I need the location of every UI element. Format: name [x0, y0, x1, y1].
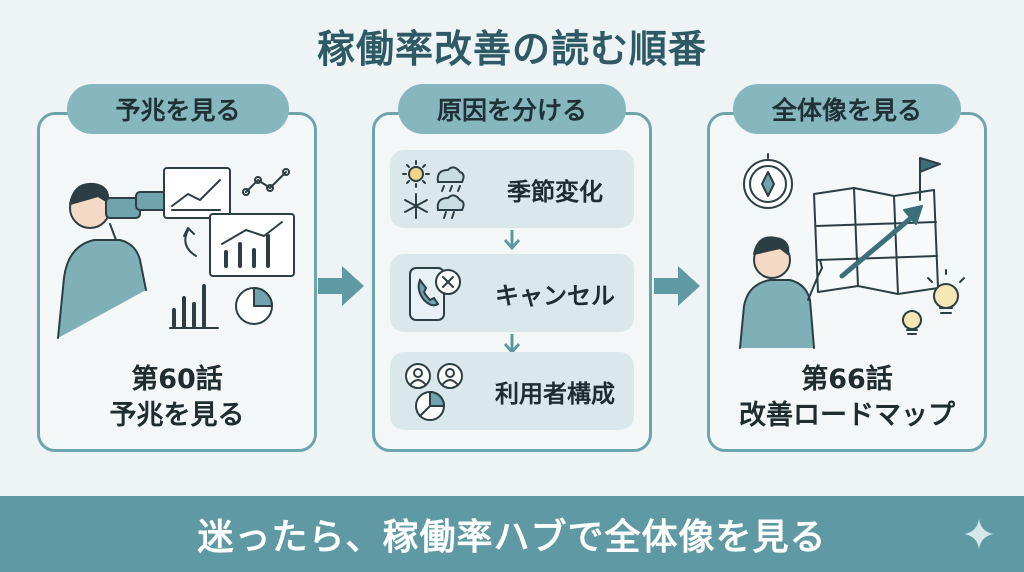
step-cancel: キャンセル	[390, 254, 634, 332]
phone-cancel-icon	[409, 267, 461, 321]
banner-text: 迷ったら、稼働率ハブで全体像を見る	[197, 517, 827, 558]
users-pie-icon	[405, 363, 463, 421]
binoculars-analysis-illustration	[57, 167, 295, 339]
step-composition: 利用者構成	[390, 352, 634, 430]
card-signs-header: 予兆を見る	[67, 84, 289, 134]
card-overview-caption-episode: 第66話	[801, 364, 893, 395]
card-signs-caption-title: 予兆を見る	[109, 400, 245, 431]
step-seasonal-label: 季節変化	[507, 177, 603, 206]
roadmap-illustration	[739, 153, 965, 349]
step-composition-label: 利用者構成	[495, 379, 615, 408]
arrow-right-icon	[318, 266, 364, 306]
weather-icon	[402, 160, 465, 219]
bottom-banner: 迷ったら、稼働率ハブで全体像を見る	[0, 496, 1024, 572]
arrow-down-icon	[503, 230, 521, 251]
card-signs-caption-episode: 第60話	[131, 364, 223, 395]
arrow-right-icon	[654, 266, 700, 306]
card-causes-header: 原因を分ける	[398, 84, 626, 134]
step-seasonal: 季節変化	[390, 150, 634, 228]
step-cancel-label: キャンセル	[495, 281, 615, 310]
sparkle-icon	[964, 519, 994, 549]
card-overview-header: 全体像を見る	[733, 84, 961, 134]
page-title: 稼働率改善の読む順番	[316, 27, 707, 71]
card-overview-caption-title: 改善ロードマップ	[739, 400, 955, 431]
